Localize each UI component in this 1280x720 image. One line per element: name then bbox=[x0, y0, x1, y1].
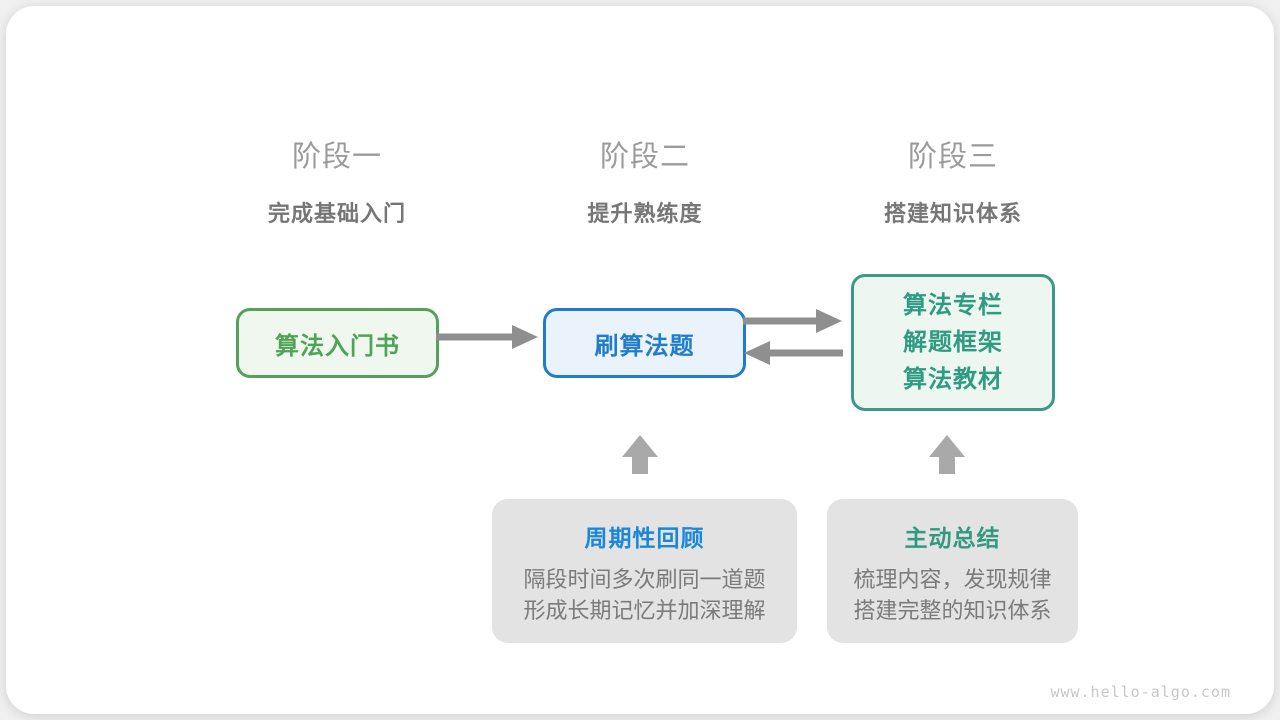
panel-active-summary-title: 主动总结 bbox=[904, 525, 1001, 551]
stage-1-header: 阶段一 完成基础入门 bbox=[207, 133, 467, 228]
node-practice-problems-label: 刷算法题 bbox=[594, 332, 695, 360]
stage-2-subtitle: 提升熟练度 bbox=[587, 201, 703, 226]
node-beginner-book: 算法入门书 bbox=[236, 308, 439, 378]
node-resources: 算法专栏 解题框架 算法教材 bbox=[851, 274, 1055, 411]
stage-2-label: 阶段二 bbox=[599, 141, 690, 173]
stage-1-subtitle: 完成基础入门 bbox=[267, 201, 406, 226]
stage-3-label: 阶段三 bbox=[907, 141, 998, 173]
panel-periodic-review-line-1: 隔段时间多次刷同一道题 bbox=[523, 567, 766, 592]
panel-periodic-review-body: 隔段时间多次刷同一道题 形成长期记忆并加深理解 bbox=[492, 564, 797, 626]
panel-periodic-review: 周期性回顾 隔段时间多次刷同一道题 形成长期记忆并加深理解 bbox=[492, 499, 797, 643]
node-resources-line-1: 算法专栏 bbox=[903, 292, 1003, 319]
stage-3-subtitle: 搭建知识体系 bbox=[883, 201, 1022, 226]
panel-active-summary-line-2: 搭建完整的知识体系 bbox=[853, 598, 1052, 623]
panel-active-summary-body: 梳理内容，发现规律 搭建完整的知识体系 bbox=[827, 564, 1078, 626]
panel-periodic-review-title: 周期性回顾 bbox=[584, 525, 705, 551]
panel-active-summary-line-1: 梳理内容，发现规律 bbox=[853, 567, 1052, 592]
node-practice-problems: 刷算法题 bbox=[543, 308, 746, 378]
node-resources-line-2: 解题框架 bbox=[903, 329, 1003, 356]
node-beginner-book-label: 算法入门书 bbox=[275, 332, 400, 360]
watermark-url: www.hello-algo.com bbox=[1050, 683, 1231, 701]
panel-periodic-review-line-2: 形成长期记忆并加深理解 bbox=[523, 598, 766, 623]
diagram-card: 阶段一 完成基础入门 阶段二 提升熟练度 阶段三 搭建知识体系 算法入门书 刷算… bbox=[6, 6, 1274, 714]
panel-active-summary: 主动总结 梳理内容，发现规律 搭建完整的知识体系 bbox=[827, 499, 1078, 643]
stage-1-label: 阶段一 bbox=[291, 141, 382, 173]
stage-2-header: 阶段二 提升熟练度 bbox=[515, 133, 775, 228]
node-resources-line-3: 算法教材 bbox=[903, 366, 1003, 393]
stage-3-header: 阶段三 搭建知识体系 bbox=[823, 133, 1083, 228]
